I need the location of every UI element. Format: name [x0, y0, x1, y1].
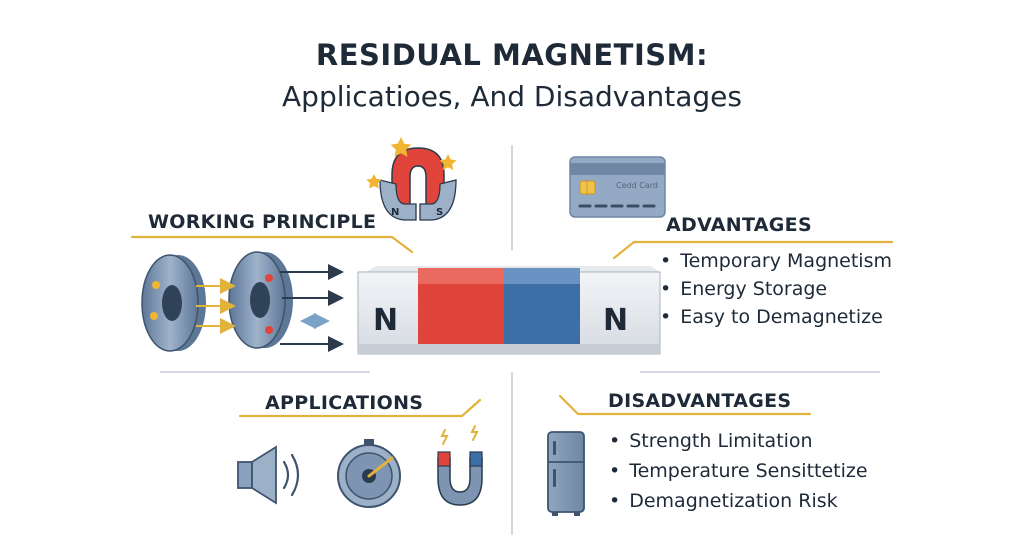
star-icon — [366, 174, 382, 189]
bar-right-pole: N — [603, 303, 628, 338]
list-item: Strength Limitation — [609, 426, 868, 456]
field-arrows — [196, 264, 344, 352]
horseshoe-magnet-icon: N S — [379, 147, 457, 221]
compass-icon — [337, 439, 401, 508]
ring-core-icon — [141, 254, 206, 352]
bar-magnet: N N — [357, 266, 661, 355]
page-title: RESIDUAL MAGNETISM: — [315, 38, 709, 72]
list-item: Easy to Demagnetize — [660, 303, 892, 331]
applications-heading: APPLICATIONS — [265, 392, 424, 414]
refrigerator-icon — [547, 431, 585, 516]
advantages-list: Temporary Magnetism Energy Storage Easy … — [660, 247, 892, 331]
credit-card-icon: Cedd Card — [569, 156, 666, 218]
disadvantages-list: Strength Limitation Temperature Sensitte… — [609, 426, 868, 516]
page-subtitle: Applicatioes, And Disadvantages — [282, 80, 742, 113]
divider-lines — [160, 145, 880, 535]
advantages-heading: ADVANTAGES — [666, 214, 812, 236]
ring-core-icon — [228, 251, 293, 349]
list-item: Temperature Sensittetize — [609, 456, 867, 486]
bar-left-pole: N — [373, 303, 398, 338]
working-principle-heading: WORKING PRINCIPLE — [148, 211, 377, 233]
list-item: Energy Storage — [660, 275, 892, 303]
list-item: Temporary Magnetism — [660, 247, 892, 275]
horseshoe-right-pole: S — [436, 207, 443, 218]
star-icon — [390, 137, 412, 157]
horseshoe-left-pole: N — [391, 207, 399, 218]
list-item: Demagnetization Risk — [609, 486, 868, 516]
star-icon — [439, 154, 457, 171]
heading-underlines — [130, 235, 894, 418]
speaker-icon — [237, 445, 300, 505]
disadvantages-heading: DISADVANTAGES — [608, 390, 792, 412]
u-magnet-icon — [437, 425, 483, 506]
credit-card-label: Cedd Card — [616, 181, 658, 190]
